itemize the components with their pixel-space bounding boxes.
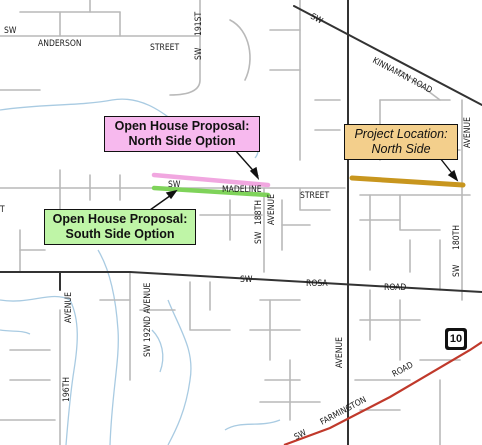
project-location-callout: Project Location: North Side xyxy=(344,124,458,160)
south-callout-line2: South Side Option xyxy=(65,227,175,241)
label-188th-sw: SW xyxy=(254,231,264,244)
south-side-option-line xyxy=(151,185,271,198)
kinnaman-road xyxy=(293,5,482,106)
south-side-option-callout: Open House Proposal: South Side Option xyxy=(44,209,196,245)
label-180th-sw: SW xyxy=(452,264,462,277)
label-farmington-sw: SW xyxy=(293,428,309,443)
farmington-road xyxy=(283,341,482,445)
label-madeline-street: STREET xyxy=(300,191,329,201)
label-188th: 188TH xyxy=(254,200,264,225)
label-madeline-sw: SW xyxy=(168,180,181,190)
rosa-road xyxy=(0,271,482,293)
label-191st: 191ST xyxy=(194,12,204,36)
label-anderson-street: STREET xyxy=(150,43,179,53)
label-anderson: ANDERSON xyxy=(38,39,82,49)
south-callout-line1: Open House Proposal: xyxy=(52,212,188,226)
label-avenue-left: AVENUE xyxy=(64,292,74,323)
project-location-line xyxy=(349,175,466,188)
project-callout-line2: North Side xyxy=(371,142,431,156)
local-streets xyxy=(0,0,471,445)
label-191st-sw: SW xyxy=(194,47,204,60)
label-kinnaman-road: KINNAMAN ROAD xyxy=(371,56,434,96)
label-avenue-center: AVENUE xyxy=(335,337,345,368)
north-callout-line1: Open House Proposal: xyxy=(114,119,250,133)
label-192nd-avenue: SW 192ND AVENUE xyxy=(143,282,153,357)
label-rosa: ROSA xyxy=(306,279,328,289)
route-shield-number: 10 xyxy=(448,331,464,347)
north-side-option-line xyxy=(151,172,271,188)
label-rosa-road: ROAD xyxy=(384,283,406,293)
label-sw-top: SW xyxy=(309,12,325,27)
project-callout-line1: Project Location: xyxy=(354,127,448,141)
north-side-option-callout: Open House Proposal: North Side Option xyxy=(104,116,260,152)
label-madeline: MADELINE xyxy=(222,185,262,195)
label-edge-letter: T xyxy=(0,205,5,215)
label-farmington-road: ROAD xyxy=(391,360,415,379)
label-180th: 180TH xyxy=(452,225,462,250)
north-callout-line2: North Side Option xyxy=(128,134,236,148)
label-188th-avenue: AVENUE xyxy=(267,194,277,225)
label-avenue-right-top: AVENUE xyxy=(463,117,473,148)
label-rosa-sw: SW xyxy=(240,275,253,285)
route-shield-icon: 10 xyxy=(445,328,467,350)
leader-arrows xyxy=(149,149,459,211)
label-sw-anderson-sw: SW xyxy=(4,26,17,36)
label-196th: 196TH xyxy=(62,377,72,402)
